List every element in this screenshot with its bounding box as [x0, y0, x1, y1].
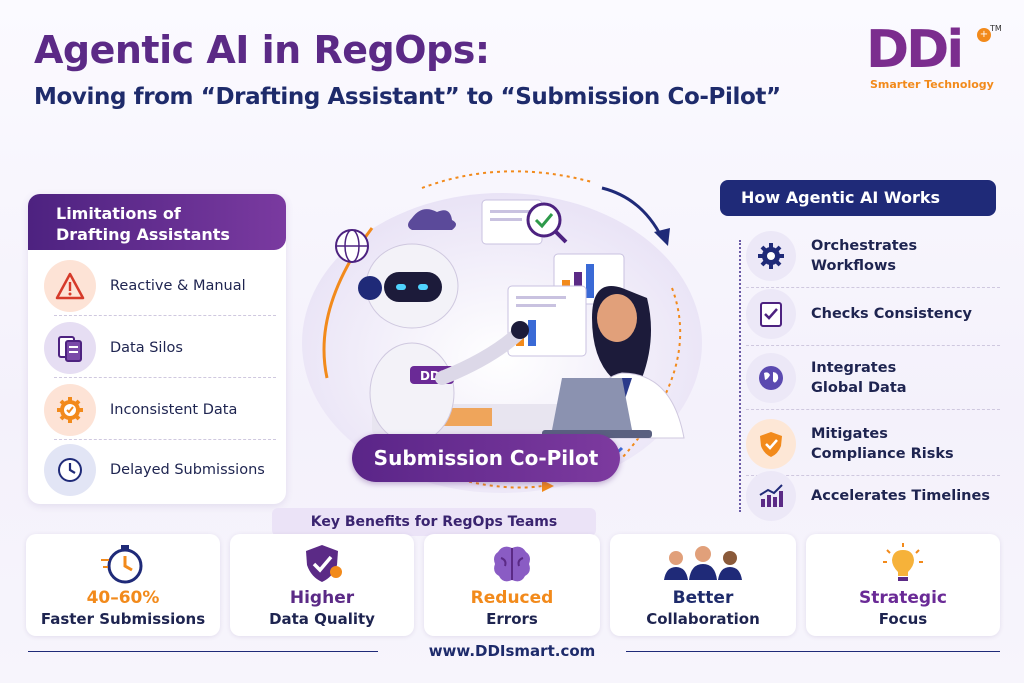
benefit-subtitle: Focus [878, 610, 928, 628]
how-item: Integrates Global Data [746, 352, 1000, 410]
benefits-header: Key Benefits for RegOps Teams [272, 508, 596, 536]
footer-website-link[interactable]: www.DDIsmart.com [428, 642, 596, 660]
copilot-illustration: DDi [292, 168, 712, 498]
clock-icon [44, 444, 96, 496]
submission-copilot-badge: Submission Co-Pilot [352, 434, 620, 482]
stopwatch-icon [99, 542, 147, 590]
how-item-line1: Accelerates Timelines [811, 488, 990, 504]
logo-tagline: Smarter Technology [870, 78, 994, 91]
how-item-line2: Global Data [811, 380, 907, 396]
documents-icon [44, 322, 96, 374]
limitation-item: Data Silos [44, 320, 276, 378]
logo-trademark: TM [990, 24, 1002, 33]
limitation-label: Data Silos [110, 340, 183, 356]
brain-icon [489, 542, 535, 590]
how-it-works-connector [739, 240, 741, 512]
benefit-title: Reduced [470, 588, 554, 608]
lightbulb-icon [881, 542, 925, 590]
benefit-card: Reduced Errors [424, 534, 600, 636]
benefit-subtitle: Data Quality [269, 610, 375, 628]
page-subtitle: Moving from “Drafting Assistant” to “Sub… [34, 84, 781, 110]
how-item: Orchestrates Workflows [746, 230, 1000, 288]
how-item-line2: Compliance Risks [811, 446, 954, 462]
limitations-header: Limitations of Drafting Assistants [28, 194, 286, 250]
how-item-line1: Integrates [811, 360, 897, 376]
team-icon [658, 542, 748, 590]
quality-shield-icon [300, 542, 344, 590]
logo-text: DDi [866, 20, 964, 80]
how-item: Mitigates Compliance Risks [746, 418, 1000, 476]
limitations-panel: Limitations of Drafting Assistants React… [28, 194, 286, 504]
benefit-card: 40–60% Faster Submissions [26, 534, 220, 636]
how-item: Accelerates Timelines [746, 470, 1000, 522]
how-item: Checks Consistency [746, 288, 1000, 346]
warning-icon [44, 260, 96, 312]
benefit-title: Higher [289, 588, 355, 608]
limitation-label: Inconsistent Data [110, 402, 238, 418]
page-title: Agentic AI in RegOps: [34, 28, 490, 72]
shield-check-icon [746, 419, 796, 469]
limitations-title-line2: Drafting Assistants [56, 225, 230, 244]
benefit-title: 40–60% [86, 588, 160, 608]
benefit-title: Better [672, 588, 734, 608]
gear-check-icon [44, 384, 96, 436]
how-item-line2: Workflows [811, 258, 896, 274]
how-item-label: Accelerates Timelines [811, 486, 990, 506]
benefit-subtitle: Collaboration [646, 610, 760, 628]
footer-divider-left [28, 651, 378, 652]
how-item-line1: Checks Consistency [811, 306, 973, 322]
how-item-line1: Orchestrates [811, 238, 918, 254]
how-item-label: Orchestrates Workflows [811, 236, 917, 276]
benefit-subtitle: Faster Submissions [40, 610, 206, 628]
checklist-icon [746, 289, 796, 339]
limitation-label: Delayed Submissions [110, 462, 265, 478]
globe-icon [746, 353, 796, 403]
limitation-label: Reactive & Manual [110, 278, 246, 294]
workflow-gear-icon [746, 231, 796, 281]
benefit-card: Better Collaboration [610, 534, 796, 636]
how-it-works-header: How Agentic AI Works [720, 180, 996, 216]
growth-chart-icon [746, 471, 796, 521]
limitation-item: Reactive & Manual [44, 258, 276, 316]
how-item-label: Mitigates Compliance Risks [811, 424, 954, 464]
limitation-item: Delayed Submissions [44, 442, 276, 498]
logo-plus-icon: + [977, 28, 991, 42]
benefit-subtitle: Errors [486, 610, 538, 628]
benefit-card: Higher Data Quality [230, 534, 414, 636]
how-item-label: Integrates Global Data [811, 358, 907, 398]
how-item-line1: Mitigates [811, 426, 888, 442]
limitation-item: Inconsistent Data [44, 382, 276, 440]
how-item-label: Checks Consistency [811, 304, 972, 324]
ddi-logo: DDi + TM Smarter Technology [866, 24, 1006, 94]
benefit-card: Strategic Focus [806, 534, 1000, 636]
limitations-title-line1: Limitations of [56, 204, 181, 223]
footer-divider-right [626, 651, 1000, 652]
benefit-title: Strategic [859, 588, 947, 608]
